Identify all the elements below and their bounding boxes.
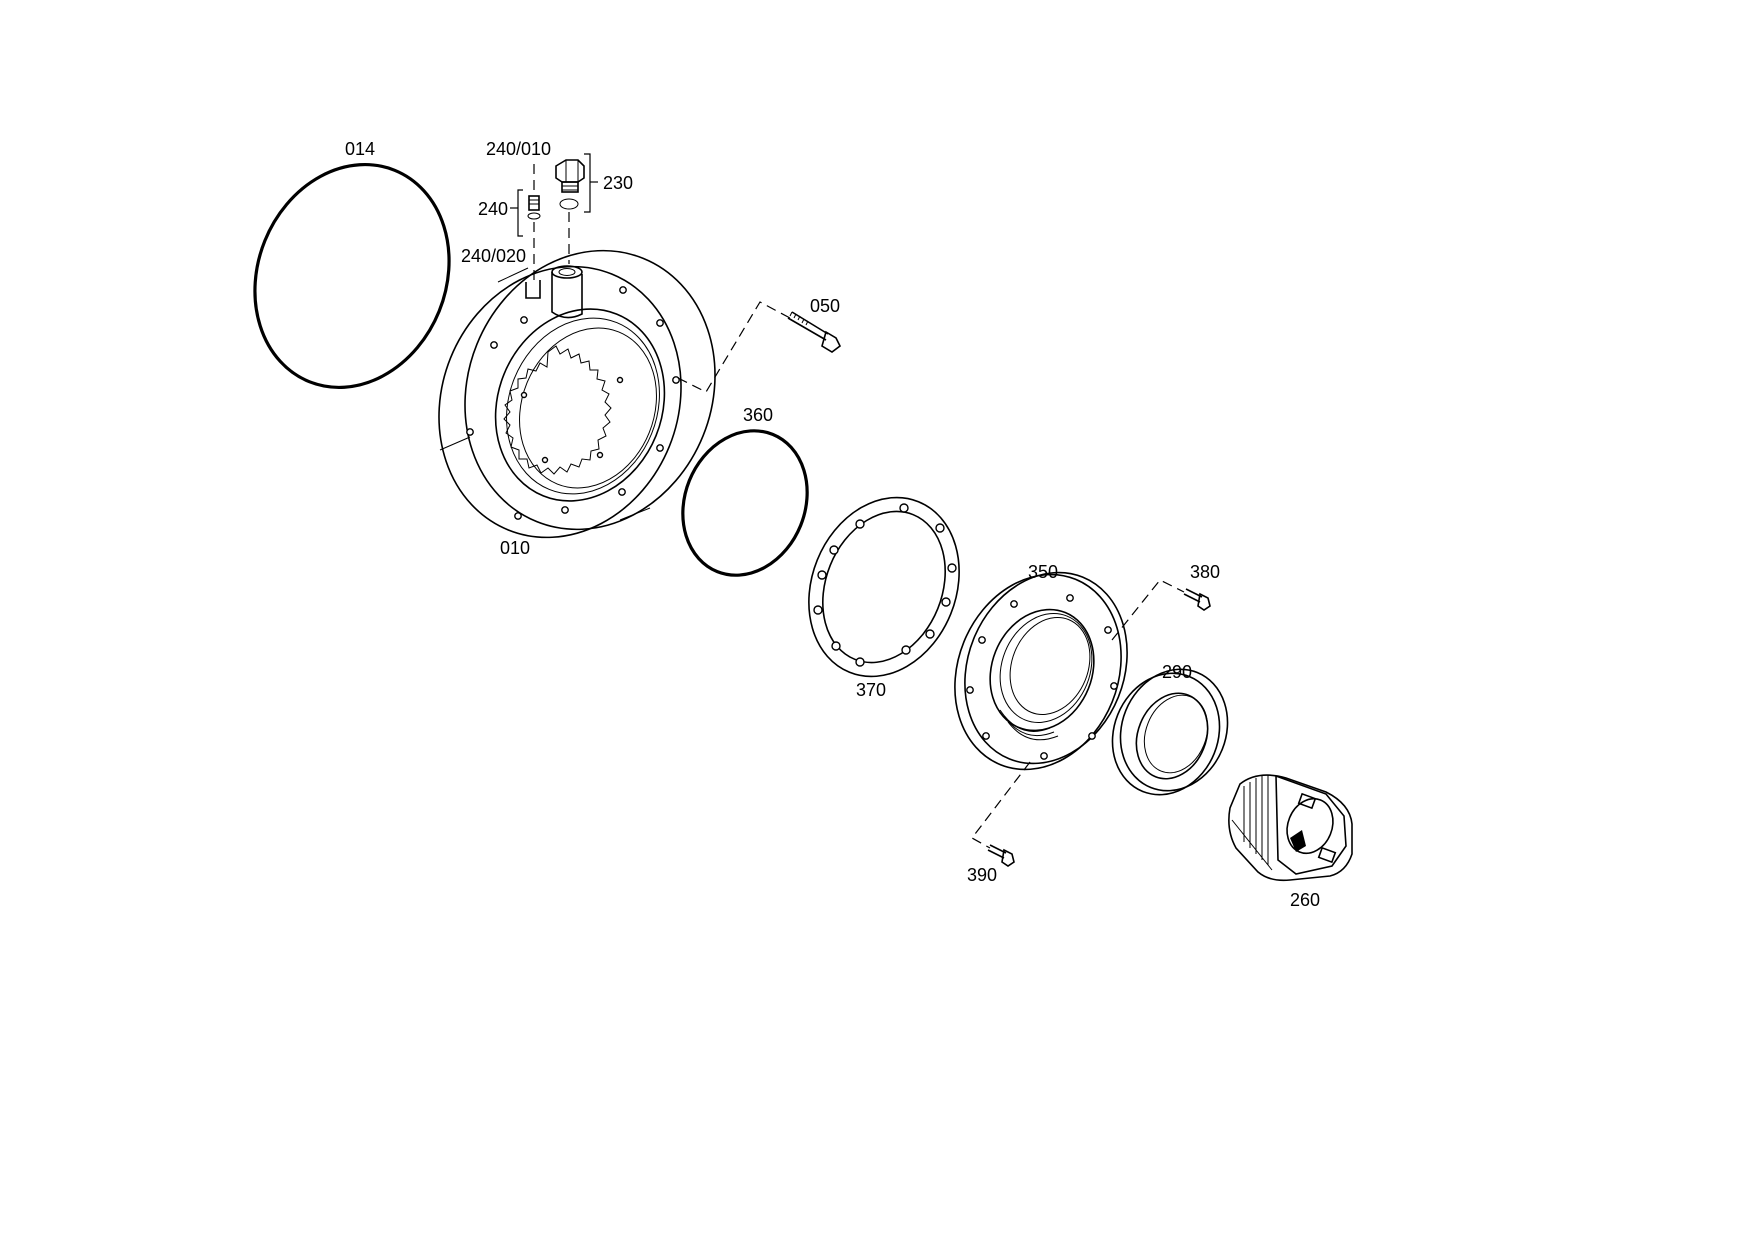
label-240: 240 xyxy=(478,199,508,219)
label-390: 390 xyxy=(967,865,997,885)
label-350: 350 xyxy=(1028,562,1058,582)
part-350-cover xyxy=(954,571,1128,771)
part-390-screw xyxy=(971,761,1031,867)
label-290: 290 xyxy=(1162,662,1192,682)
label-360: 360 xyxy=(743,405,773,425)
label-260: 260 xyxy=(1290,890,1320,910)
part-380-screw xyxy=(1111,579,1211,641)
part-014-o-ring xyxy=(253,162,451,390)
part-050-bolt xyxy=(677,301,842,393)
label-014: 014 xyxy=(345,139,375,159)
label-380: 380 xyxy=(1190,562,1220,582)
label-010: 010 xyxy=(500,538,530,558)
part-010-housing xyxy=(438,249,716,539)
label-230: 230 xyxy=(603,173,633,193)
part-370-gasket xyxy=(808,496,960,678)
label-370: 370 xyxy=(856,680,886,700)
part-240-plug-assembly xyxy=(510,164,541,284)
label-050: 050 xyxy=(810,296,840,316)
label-240-020: 240/020 xyxy=(461,246,526,266)
part-360-o-ring xyxy=(681,429,809,577)
part-260-flange xyxy=(1228,774,1353,882)
part-230-screw-plug xyxy=(555,153,598,264)
label-240-010: 240/010 xyxy=(486,139,551,159)
part-290-shaft-seal xyxy=(1111,668,1229,796)
